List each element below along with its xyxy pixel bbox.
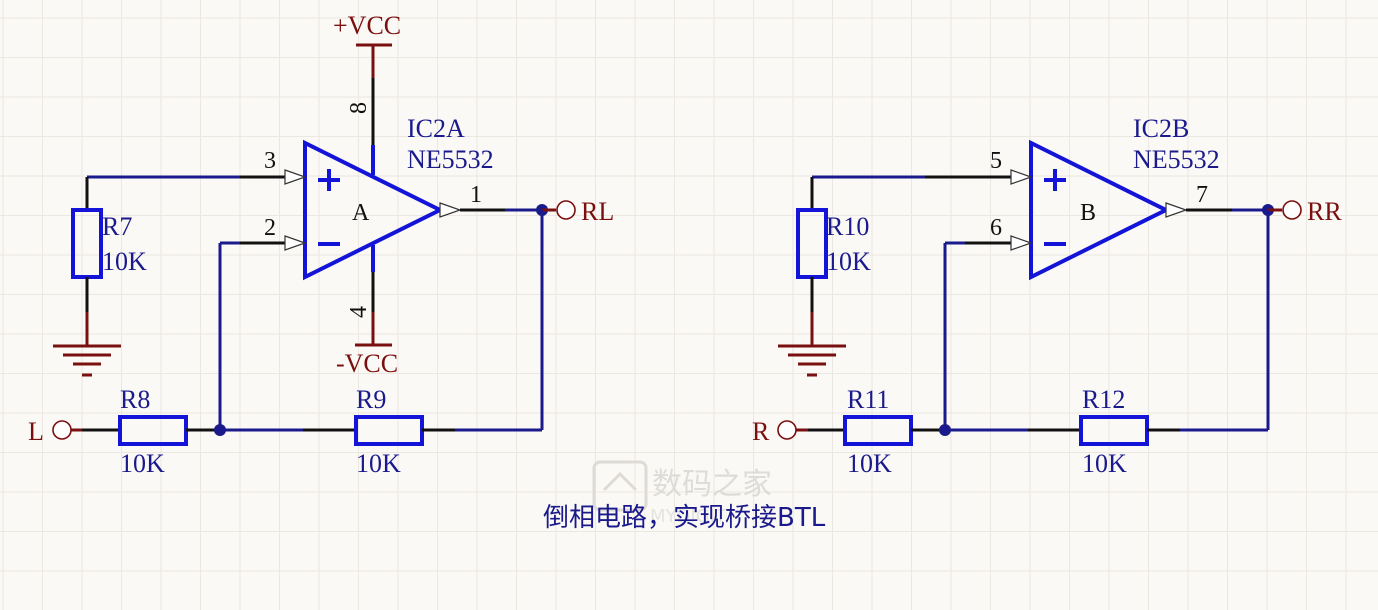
opamp-a-symbol[interactable]	[303, 139, 445, 281]
port-label-rr: RR	[1307, 197, 1342, 226]
r11-value: 10K	[847, 449, 892, 478]
watermark-text: 数码之家	[652, 467, 772, 502]
ground-icon	[53, 312, 121, 377]
port-label-r: R	[752, 417, 770, 446]
watermark-sub: MYDIGIT	[650, 506, 727, 527]
port-label-l: L	[28, 417, 44, 446]
opamp-b-symbol[interactable]	[1029, 139, 1171, 281]
pin-label-1: 1	[470, 182, 482, 208]
port-label-rl: RL	[581, 197, 614, 226]
pin-label-3: 3	[264, 148, 276, 174]
r7-value: 10K	[102, 247, 147, 276]
power-label-pos: +VCC	[333, 11, 401, 40]
r10-ref: R10	[826, 212, 869, 241]
r12-body[interactable]	[1079, 415, 1149, 446]
r9-body[interactable]	[354, 415, 424, 446]
r10-value: 10K	[826, 247, 871, 276]
opamp-part: NE5532	[407, 145, 494, 174]
pin-label-4: 4	[346, 306, 372, 318]
r10-body[interactable]	[796, 208, 828, 279]
opamp-unit-label: A	[352, 200, 370, 226]
r8-body[interactable]	[118, 415, 188, 446]
pin-label-6: 6	[990, 215, 1002, 241]
watermark: 数码之家 MYDIGIT	[592, 460, 772, 527]
left-stage: +VCC 8 4 -VCC A IC2A NE5532 3 2	[28, 11, 614, 478]
pin5-arrow-icon	[1010, 169, 1033, 185]
r8-value: 10K	[120, 449, 165, 478]
r9-value: 10K	[356, 449, 401, 478]
r7-body[interactable]	[71, 208, 103, 279]
pin-label-8: 8	[346, 102, 372, 114]
pin1-arrow-icon	[439, 202, 462, 218]
pin3-arrow-icon	[284, 169, 307, 185]
opamp-part-b: NE5532	[1133, 145, 1220, 174]
watermark-logo-icon	[592, 460, 648, 512]
power-label-neg: -VCC	[336, 349, 398, 378]
watermark-house-icon	[602, 471, 638, 492]
port-l-icon[interactable]	[52, 420, 72, 440]
port-rl-icon[interactable]	[556, 200, 576, 220]
pin7-arrow-icon	[1165, 202, 1188, 218]
caption: 倒相电路，实现桥接BTL	[543, 503, 826, 533]
pin6-arrow-icon	[1010, 235, 1033, 251]
pin-label-2: 2	[264, 215, 276, 241]
pin-label-7: 7	[1196, 182, 1208, 208]
r7-ref: R7	[102, 212, 132, 241]
port-r-icon[interactable]	[777, 420, 797, 440]
r12-value: 10K	[1082, 449, 1127, 478]
r8-ref: R8	[120, 385, 150, 414]
ground-icon	[778, 312, 846, 377]
pin2-arrow-icon	[284, 235, 307, 251]
port-rr-icon[interactable]	[1282, 200, 1302, 220]
opamp-designator: IC2A	[407, 114, 465, 143]
right-stage: B IC2B NE5532 5 6 7 RR R10 10K	[752, 114, 1342, 478]
pin-label-5: 5	[990, 148, 1002, 174]
r11-body[interactable]	[843, 415, 913, 446]
r11-ref: R11	[847, 385, 889, 414]
r9-ref: R9	[356, 385, 386, 414]
opamp-unit-label-b: B	[1080, 200, 1096, 226]
opamp-designator-b: IC2B	[1133, 114, 1189, 143]
r12-ref: R12	[1082, 385, 1125, 414]
